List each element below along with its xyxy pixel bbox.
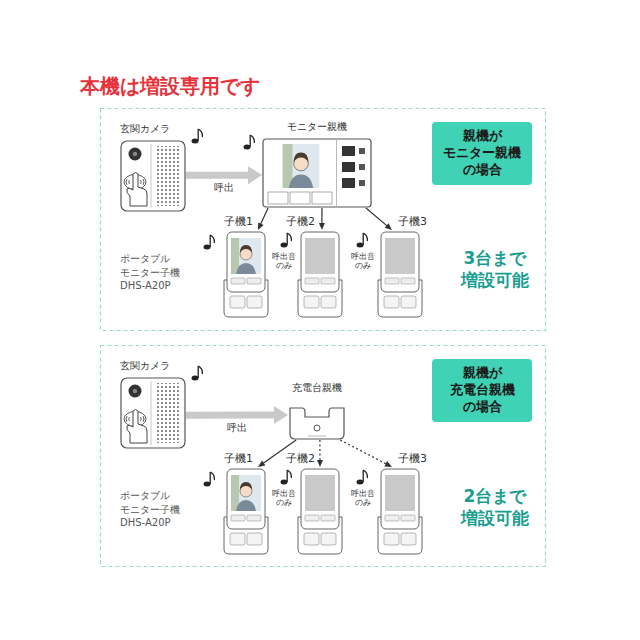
link-arrow [366,208,387,226]
call-arrow [186,412,275,419]
handset: 子機2呼出音のみ [296,467,344,555]
node-label: 玄関カメラ [120,123,170,135]
product-label: ポータブル モニター子機 DHS-A20P [120,252,194,293]
capacity-note: 3台まで 増設可能 [450,247,540,291]
handset: 子機3呼出音のみ [376,230,424,318]
link-arrow [260,208,268,225]
arrowhead [248,166,262,184]
ring-only-note: 呼出音のみ [271,489,296,507]
badge-text: 親機が モニター親機 の場合 [436,128,528,179]
node-label: 子機1 [224,215,253,228]
link-arrow [321,208,322,224]
handset: 子機2呼出音のみ [296,230,344,318]
product-label: ポータブル モニター子機 DHS-A20P [120,489,194,530]
door-camera: 玄関カメラ [120,140,186,212]
charger-base-unit: 充電台親機 [288,400,346,440]
edge-label: 呼出 [212,182,236,194]
node-label: 子機3 [398,452,427,465]
panel-2-figures [121,366,422,554]
case-badge: 親機が モニター親機 の場合 [432,122,532,185]
capacity-note: 2台まで 増設可能 [450,485,540,529]
ring-only-note: 呼出音のみ [350,489,375,507]
arrowhead [274,406,288,424]
panel-border [101,109,546,331]
badge-text: 親機が 充電台親機 の場合 [436,365,528,416]
panel-border [101,346,546,567]
handset: 子機1 [222,230,270,318]
link-arrow [319,440,320,461]
handset: 子機1 [222,467,270,555]
node-label: 子機1 [224,452,253,465]
node-label: 子機2 [286,452,315,465]
node-label: 玄関カメラ [120,360,170,372]
handset: 子機3呼出音のみ [376,467,424,555]
panel-1-figures [121,129,422,317]
node-label: 充電台親機 [276,382,358,394]
node-label: 子機2 [286,215,315,228]
ring-only-note: 呼出音のみ [350,252,375,270]
arrowhead [258,461,265,467]
node-label: 子機3 [398,215,427,228]
page-title: 本機は増設専用です [80,74,260,98]
case-badge: 親機が 充電台親機 の場合 [432,359,532,422]
arrowhead [319,223,325,230]
call-arrow [186,172,249,179]
node-label: モニター親機 [262,121,372,133]
door-camera: 玄関カメラ [120,377,186,449]
monitor-base-unit: モニター親機 [262,138,372,208]
ring-only-note: 呼出音のみ [271,252,296,270]
link-arrow [340,440,386,464]
edge-label: 呼出 [225,422,249,434]
arrowhead [317,460,323,467]
